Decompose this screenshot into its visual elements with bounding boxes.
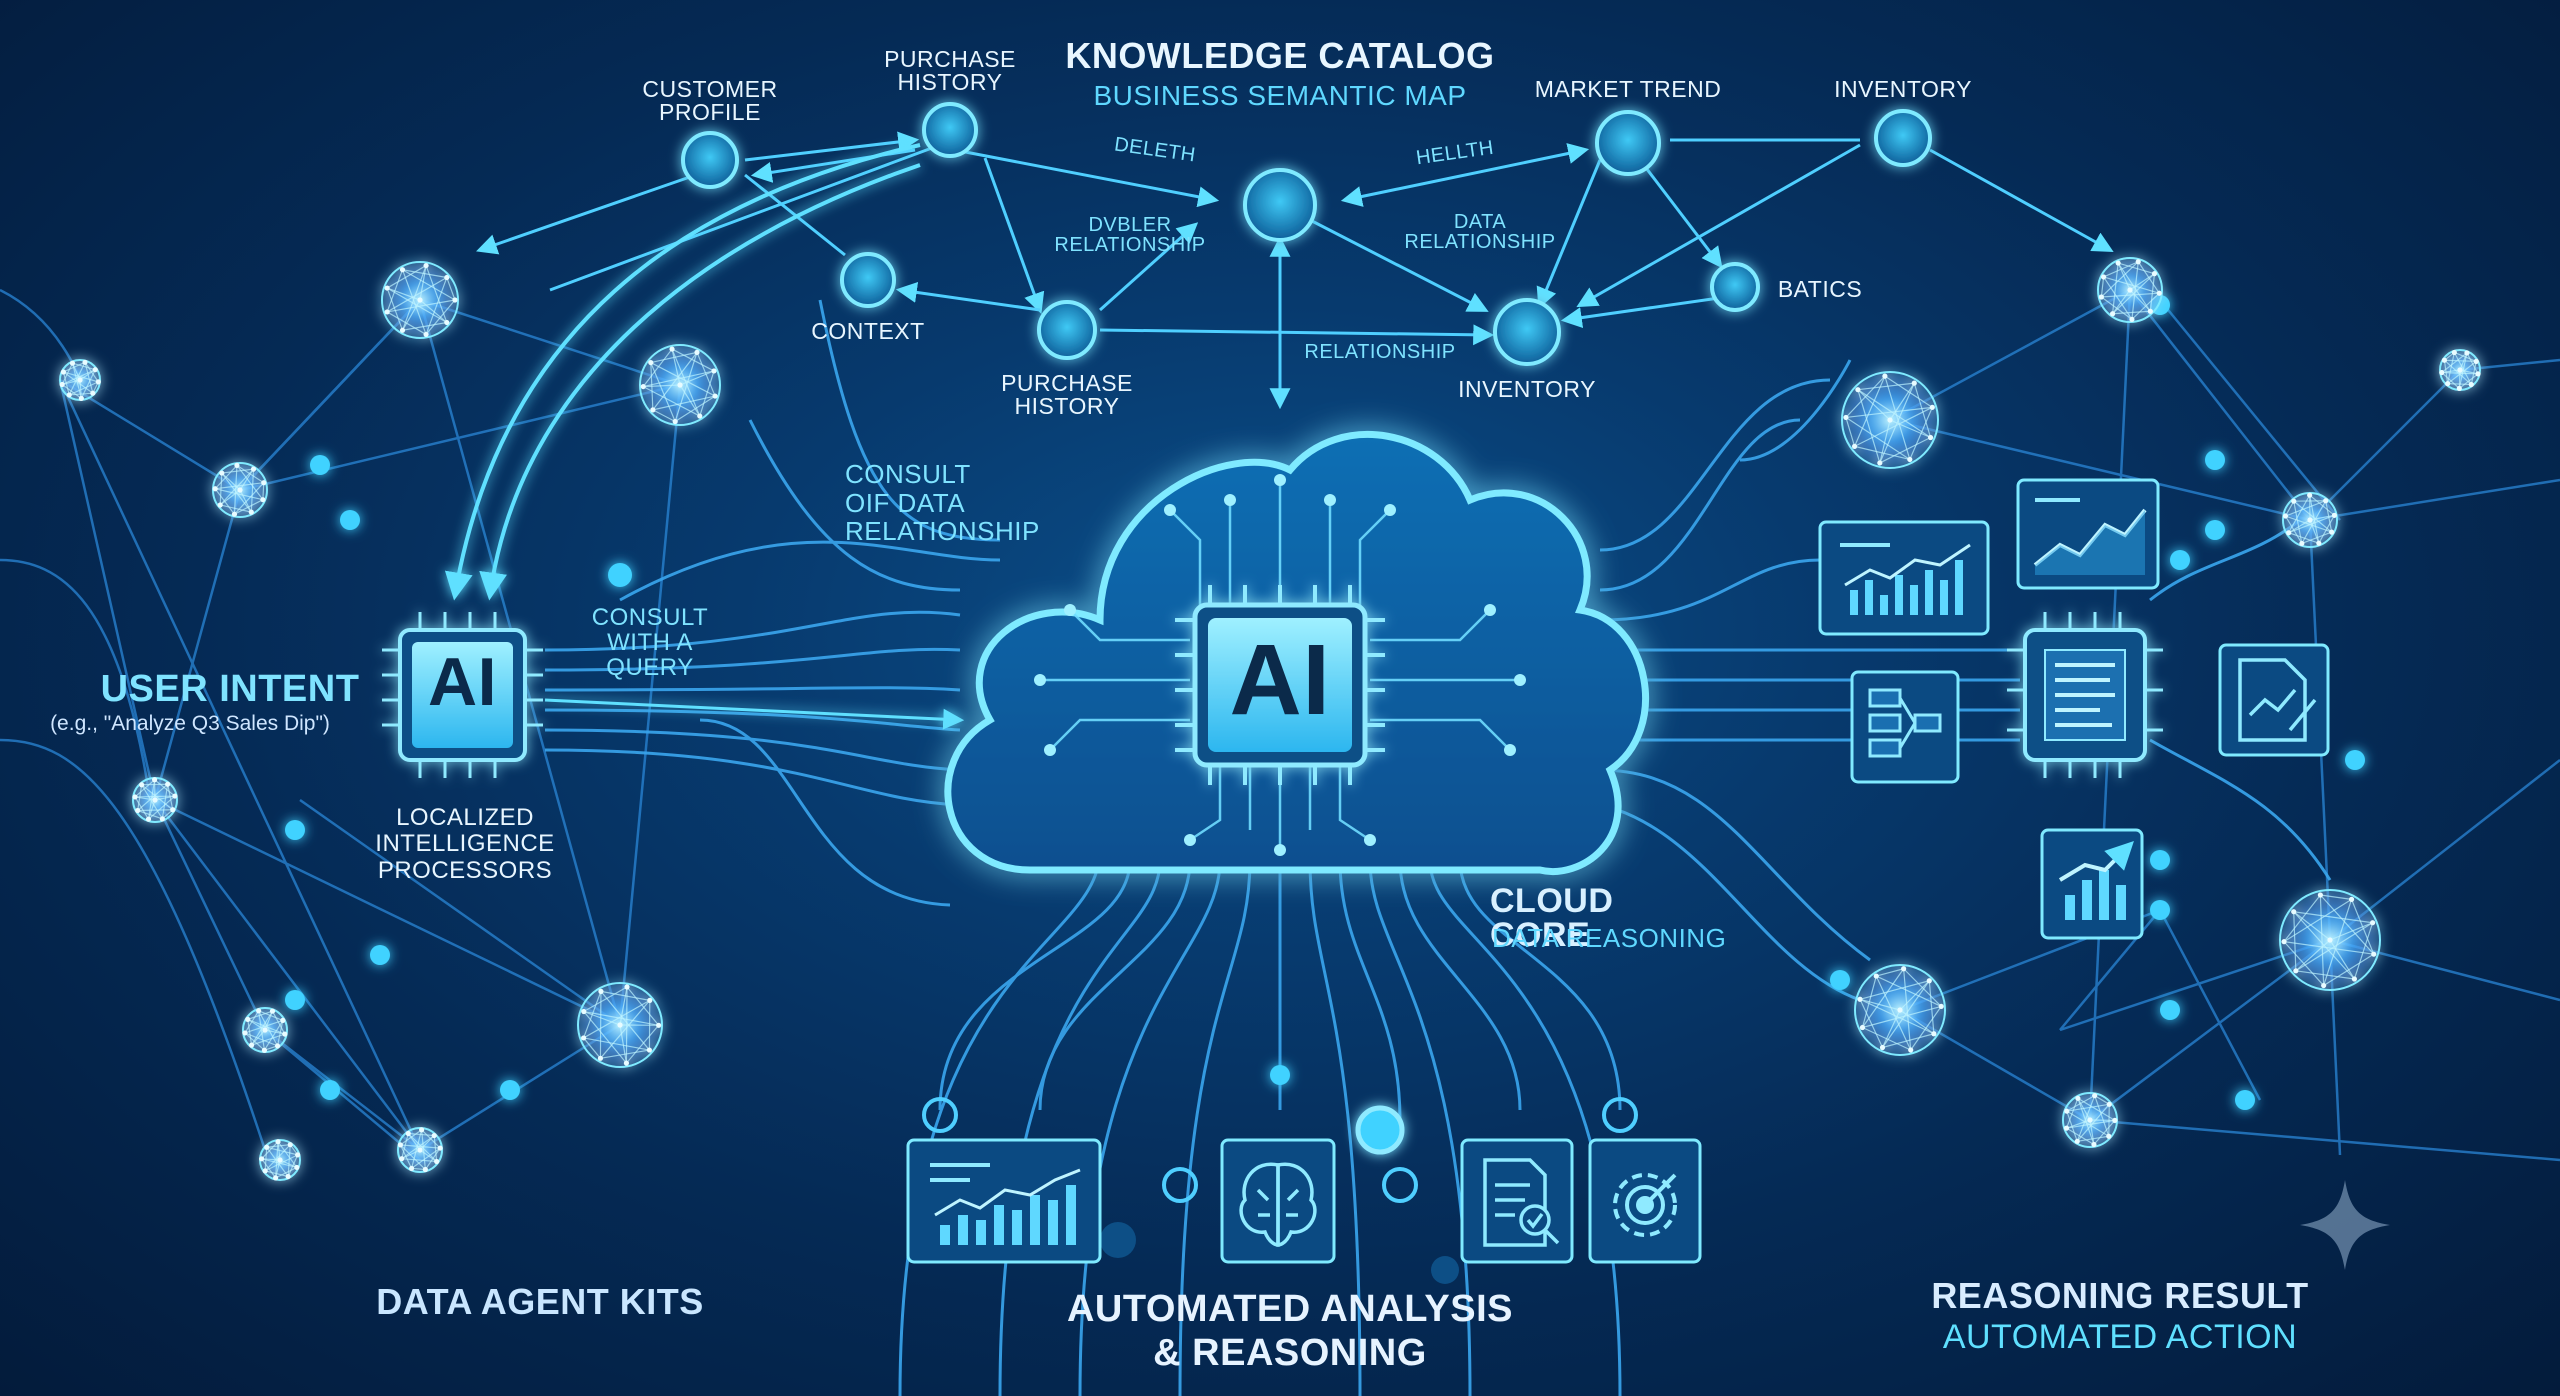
label-purchase-history-mid: PURCHASE HISTORY xyxy=(1001,370,1133,419)
catalog-subtitle: BUSINESS SEMANTIC MAP xyxy=(1093,80,1467,111)
node-inventory-mid xyxy=(1493,298,1561,366)
node-knowledge-hub xyxy=(1243,168,1317,242)
document-edit-icon xyxy=(2218,643,2330,757)
cloud-to-right-links xyxy=(1559,359,2332,1002)
edge-relationship: RELATIONSHIP xyxy=(1304,341,1456,363)
label-customer-profile: CUSTOMER PROFILE xyxy=(642,76,778,125)
network-sphere xyxy=(212,462,268,518)
cloud-core-title: CLOUD CORE xyxy=(1490,882,1614,954)
label-consult-query: CONSULT WITH A QUERY xyxy=(591,604,709,682)
label-batics: BATICS xyxy=(1777,276,1863,302)
node-market-trend xyxy=(1595,110,1661,176)
node-customer-profile xyxy=(681,131,739,189)
data-agent-kits-label: DATA AGENT KITS xyxy=(376,1281,704,1322)
network-sphere xyxy=(397,1127,443,1173)
network-sphere xyxy=(1841,371,1939,469)
flowchart-icon xyxy=(1850,670,1960,784)
catalog-to-chip-arrows xyxy=(444,143,965,730)
network-sphere xyxy=(1854,964,1946,1056)
network-sphere xyxy=(2282,492,2338,548)
network-sphere xyxy=(259,1139,301,1181)
user-intent-title: USER INTENT xyxy=(100,668,360,710)
cloud-core-subtitle: DATA REASONING xyxy=(1492,923,1727,953)
cloud-ai-chip xyxy=(1175,585,1385,785)
automated-analysis-title: AUTOMATED ANALYSIS & REASONING xyxy=(1066,1288,1514,1374)
edge-data-relationship: DATA RELATIONSHIP xyxy=(1404,211,1556,253)
network-sphere xyxy=(2439,349,2481,391)
left-to-cloud-links xyxy=(544,299,1001,907)
reasoning-result-subtitle: AUTOMATED ACTION xyxy=(1942,1318,2298,1356)
cloud-circuit-dots xyxy=(1034,474,1526,856)
network-spheres xyxy=(59,257,2481,1181)
right-tile-glyphs xyxy=(1840,498,2317,920)
bottom-tiles xyxy=(906,1138,1702,1264)
catalog-title: KNOWLEDGE CATALOG xyxy=(1065,35,1495,76)
bottom-dim-dot-2 xyxy=(1431,1256,1459,1284)
hollow-dots xyxy=(922,1097,1638,1203)
node-purchase-history-top xyxy=(922,102,978,158)
left-ai-chip xyxy=(382,612,543,778)
document-search-glyph xyxy=(1483,1158,1560,1247)
bottom-highlight-dot xyxy=(1355,1105,1405,1155)
network-sphere xyxy=(2062,1092,2118,1148)
network-sphere xyxy=(577,982,663,1068)
node-purchase-history-mid xyxy=(1037,300,1097,360)
node-inventory-top xyxy=(1874,109,1932,167)
label-context: CONTEXT xyxy=(811,318,925,344)
edge-dvbler-relationship: DVBLER RELATIONSHIP xyxy=(1054,214,1206,256)
network-sphere xyxy=(381,261,459,339)
label-localized-processors: LOCALIZED INTELLIGENCE PROCESSORS xyxy=(375,804,555,884)
right-document-chip xyxy=(2007,612,2163,778)
core-chip-label: AI xyxy=(1229,624,1331,736)
connector-dots xyxy=(285,295,2365,1110)
bottom-dim-dot xyxy=(1100,1222,1136,1258)
bottom-bar-chart-detail xyxy=(930,1163,1081,1245)
network-sphere xyxy=(132,777,178,823)
network-sphere xyxy=(639,344,721,426)
label-purchase-history-top: PURCHASE HISTORY xyxy=(884,46,1016,95)
network-sphere xyxy=(2279,889,2381,991)
reasoning-result-title: REASONING RESULT xyxy=(1931,1275,2309,1316)
catalog-nodes xyxy=(681,102,1932,366)
cloud-to-bottom-links xyxy=(898,849,1622,1396)
label-consult-data-relationship: CONSULT OIF DATA RELATIONSHIP xyxy=(845,459,1040,547)
label-inventory-mid: INVENTORY xyxy=(1458,376,1596,402)
gear-target-glyph xyxy=(1613,1173,1677,1237)
network-sphere xyxy=(2097,257,2163,323)
sparkle-icon xyxy=(2300,1180,2390,1270)
node-batics xyxy=(1710,262,1760,312)
cloud-circuitry xyxy=(1040,480,1520,850)
user-intent-example: (e.g., "Analyze Q3 Sales Dip") xyxy=(50,712,330,735)
network-sphere xyxy=(242,1007,288,1053)
catalog-links xyxy=(476,131,2114,410)
node-context xyxy=(840,252,896,308)
label-inventory-top: INVENTORY xyxy=(1834,76,1972,102)
label-market-trend: MARKET TREND xyxy=(1534,76,1722,102)
left-chip-label: AI xyxy=(428,644,497,720)
network-sphere xyxy=(59,359,101,401)
brain-glyph xyxy=(1239,1162,1317,1247)
